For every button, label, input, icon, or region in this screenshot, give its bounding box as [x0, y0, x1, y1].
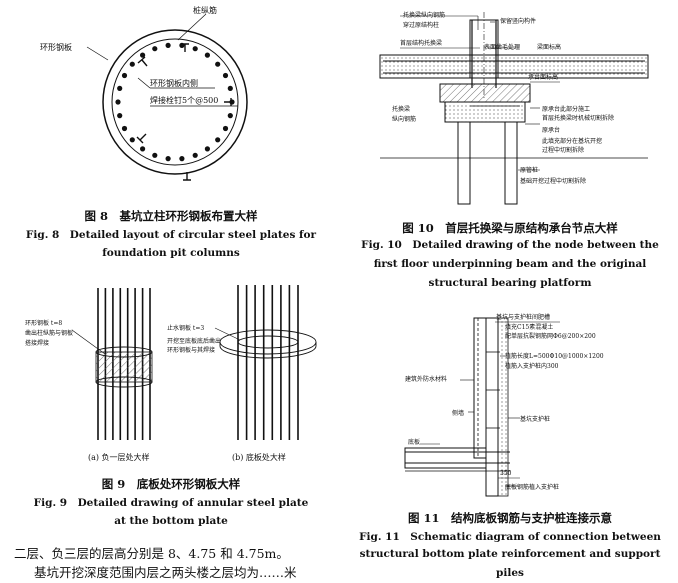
fig8-label-inner: 环形钢板内侧 [150, 79, 198, 88]
fig8-caption-en-2: foundation pit columns [102, 247, 240, 259]
longitudinal-bar [129, 61, 135, 67]
fig11-label-6: 建筑外防水材料 [405, 376, 448, 383]
fig11-label-8: 基坑支护桩 [520, 416, 551, 423]
fig9-caption-cn: 图 9 底板处环形钢板大样 [101, 477, 241, 491]
fig11-label-9: 底板 [408, 439, 421, 446]
body-text-line-2: 基坑开挖深度范围内层之两头楼之层均为……米 [34, 565, 297, 580]
longitudinal-bar [121, 125, 128, 132]
longitudinal-bar [179, 156, 185, 162]
fig10-beam-rebar-2: 穿过原结构柱 [403, 22, 440, 29]
fig9b-label-2: 开挖至底板底后凿出 [167, 338, 222, 345]
fig9-sub-a: (a) 负一层处大样 [88, 453, 150, 462]
fig9-drawing [71, 285, 317, 440]
longitudinal-bar [215, 61, 221, 67]
fig9b-label-3: 环形钢板与其焊接 [167, 347, 216, 354]
longitudinal-bar [204, 52, 210, 58]
longitudinal-bar [227, 113, 233, 119]
longitudinal-bar [165, 42, 171, 49]
fig10-drawing [379, 12, 649, 205]
fig10-beam-top: 梁面标高 [537, 44, 562, 51]
fig11-label-2: 填充C15素混凝土 [505, 324, 554, 331]
fig11-caption-en-1: Fig. 11 Schematic diagram of connection … [359, 531, 661, 543]
fig9b-bars [237, 285, 299, 440]
fig8-caption-cn: 图 8 基坑立柱环形钢板布置大样 [84, 209, 258, 223]
fig8-label-plate: 环形钢板 [40, 43, 72, 52]
longitudinal-bar [215, 137, 221, 143]
fig8-drawing [86, 13, 248, 181]
fig10-caption-en-3: structural bearing platform [428, 277, 592, 289]
longitudinal-bar [152, 46, 158, 52]
fig9a-label-2: 凿出柱纵筋与钢板 [25, 330, 74, 337]
longitudinal-bar [129, 137, 135, 143]
fig10-first-beam: 首层结构托换梁 [400, 40, 443, 47]
stud-marks [136, 43, 232, 181]
longitudinal-bar [117, 113, 123, 119]
longitudinal-bar [192, 46, 198, 52]
longitudinal-bar [192, 152, 198, 158]
fig11-label-7: 侧墙 [452, 410, 465, 417]
longitudinal-bar [165, 156, 171, 162]
longitudinal-bar [140, 146, 146, 152]
fig10-cap-top: 承台面标高 [528, 74, 559, 81]
fig10-cap-1: 原承台此部分施工 [542, 106, 591, 113]
fig11-label-11: 底板钢筋植入支护桩 [505, 484, 560, 491]
fig11-label-5: 植筋入支护桩内300 [505, 363, 559, 370]
fig10-cap-2: 首层托换梁时机械切割拆除 [542, 115, 615, 122]
fig9a-label-1: 环形钢板 t=8 [25, 320, 63, 327]
fig8-label-studs: 焊接栓钉5个@500 [150, 96, 219, 105]
fig10-caption-cn: 图 10 首层托换梁与原结构承台节点大样 [402, 221, 618, 235]
fig9-caption-en-1: Fig. 9 Detailed drawing of annular steel… [33, 497, 309, 509]
fig10-roughen: 表面凿毛处理 [484, 44, 521, 51]
fig11-label-1: 基坑与支护桩间肥槽 [496, 314, 551, 321]
fig10-pile-2: 基础开挖过程中切割拆除 [520, 178, 587, 185]
fig10-caption-en-2: first floor underpinning beam and the or… [373, 258, 647, 270]
fig11-label-4: 植筋长度L=500Φ10@1000×1200 [505, 353, 604, 360]
longitudinal-bar [222, 72, 229, 79]
longitudinal-bar [222, 125, 229, 132]
fig9b-label-1: 止水钢板 t=3 [167, 325, 205, 332]
fig10-fill-2: 过程中切割拆除 [542, 147, 585, 154]
longitudinal-bar [117, 85, 123, 91]
longitudinal-bar [140, 52, 146, 58]
fig11-label-3: 配单层抗裂钢筋网Φ6@200×200 [505, 333, 596, 340]
fig11-caption-cn: 图 11 结构底板钢筋与支护桩连接示意 [407, 511, 612, 525]
fig10-caption-en-1: Fig. 10 Detailed drawing of the node bet… [361, 239, 659, 251]
longitudinal-bar [227, 85, 233, 91]
body-text-line-1: 二层、负三层的层高分别是 8、4.75 和 4.75m。 [14, 546, 289, 561]
fig10-left-2: 纵向钢筋 [392, 116, 417, 123]
fig11-drawing [404, 317, 560, 497]
longitudinal-bar [121, 72, 128, 79]
fig9-sub-b: (b) 底板处大样 [232, 453, 286, 462]
longitudinal-bar [152, 152, 158, 158]
fig11-caption-en-2: structural bottom plate reinforcement an… [359, 548, 661, 579]
fig10-fill-1: 此填充部分在基坑开挖 [542, 138, 603, 145]
fig8-label-top: 桩纵筋 [193, 6, 217, 15]
fig10-beam-rebar-1: 托换梁纵向钢筋 [403, 12, 446, 19]
fig11-label-10: 350 [500, 470, 512, 477]
longitudinal-bar [115, 99, 121, 105]
longitudinal-bar [204, 146, 210, 152]
fig9-caption-en-2: at the bottom plate [114, 515, 228, 527]
fig10-pile-1: 原管桩 [520, 167, 539, 174]
longitudinal-bars [115, 42, 235, 162]
fig8-caption-en-1: Fig. 8 Detailed layout of circular steel… [25, 229, 317, 241]
fig10-orig-cap: 原承台 [542, 127, 561, 134]
fig10-keep: 保留竖向构件 [500, 18, 537, 25]
fig9a-label-3: 搭接焊接 [25, 340, 50, 347]
fig10-left-1: 托换梁 [392, 106, 411, 113]
